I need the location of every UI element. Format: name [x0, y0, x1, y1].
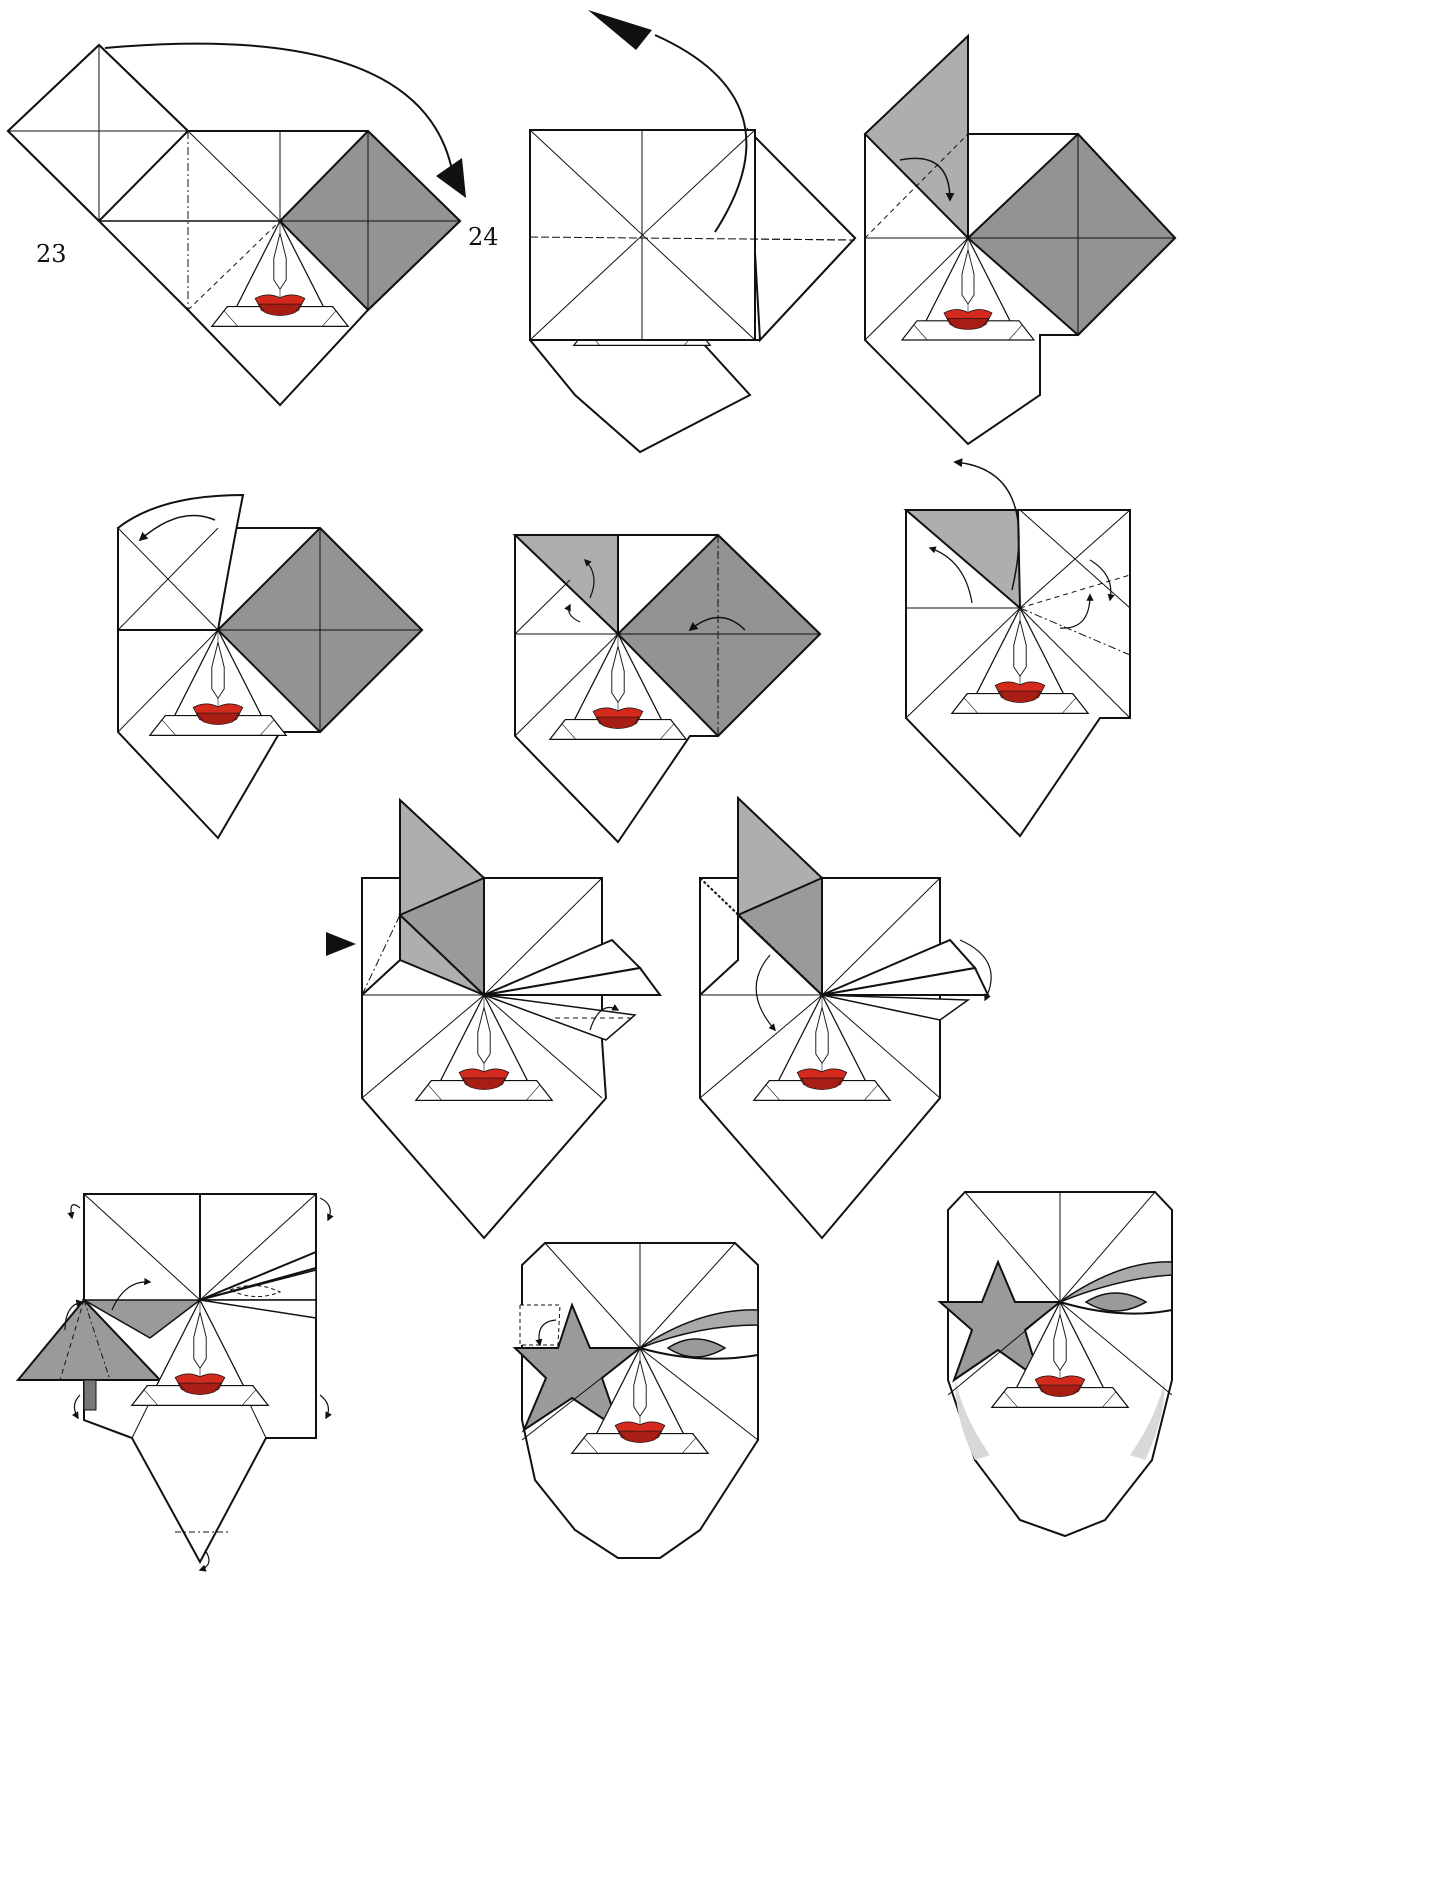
step-24	[530, 10, 855, 452]
step-23: 23 24	[8, 44, 499, 405]
step-label-23: 23	[36, 240, 67, 268]
step-33	[940, 1192, 1172, 1536]
step-25	[865, 36, 1175, 444]
step-32	[515, 1243, 758, 1558]
step-27	[515, 535, 820, 842]
step-26	[118, 495, 422, 838]
step-31	[18, 1194, 330, 1570]
step-28	[906, 462, 1130, 836]
step-label-24: 24	[468, 223, 499, 251]
step-30	[700, 798, 991, 1238]
step-29	[326, 800, 660, 1238]
